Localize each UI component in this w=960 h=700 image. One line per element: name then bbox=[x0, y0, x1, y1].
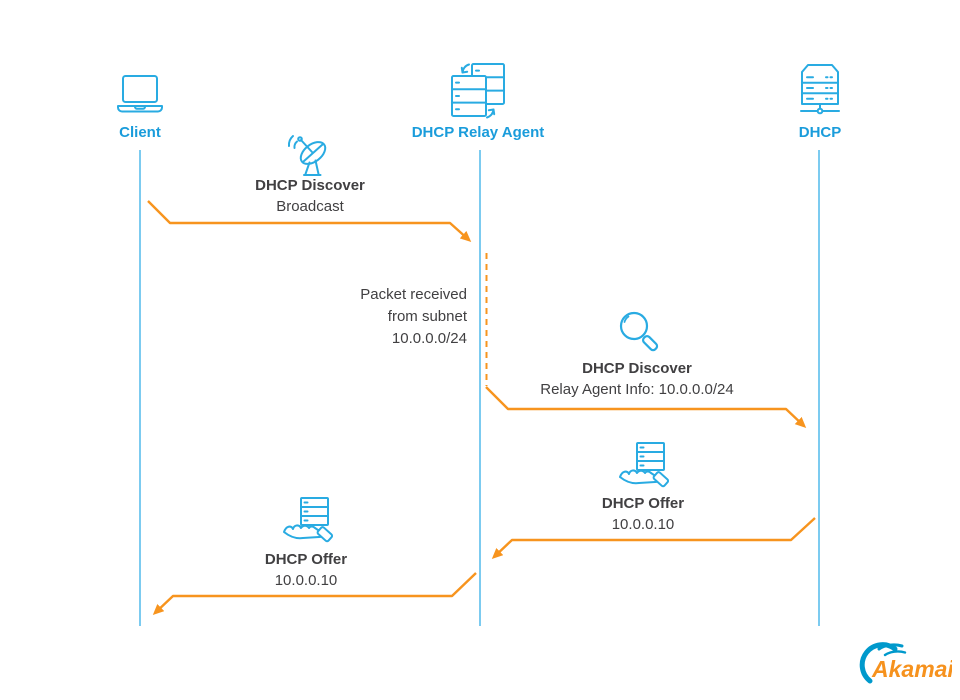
message-dhcp-discover-relay: DHCP Discover Relay Agent Info: 10.0.0.0… bbox=[532, 358, 742, 400]
hand-server-icon bbox=[281, 496, 335, 548]
hand-server-icon bbox=[617, 441, 671, 493]
magnifier-icon bbox=[615, 309, 661, 355]
message-subtitle: 10.0.0.10 bbox=[274, 572, 338, 589]
message-title: DHCP Discover bbox=[255, 177, 365, 194]
lifeline-relay-agent bbox=[479, 150, 481, 626]
relay-server-icon bbox=[448, 62, 508, 120]
actor-label-relay-agent: DHCP Relay Agent bbox=[411, 124, 545, 141]
laptop-icon bbox=[116, 74, 164, 114]
actor-label-dhcp: DHCP bbox=[798, 124, 842, 141]
message-dhcp-offer-left: DHCP Offer 10.0.0.10 bbox=[221, 549, 391, 591]
actor-label-client: Client bbox=[119, 124, 161, 141]
akamai-logo: Akamai bbox=[846, 636, 952, 686]
message-title: DHCP Discover bbox=[582, 360, 692, 377]
akamai-logo-text: Akamai bbox=[871, 656, 952, 682]
message-subtitle: 10.0.0.10 bbox=[611, 516, 675, 533]
message-subtitle: Relay Agent Info: 10.0.0.0/24 bbox=[540, 381, 734, 398]
lifeline-client bbox=[139, 150, 141, 626]
note-packet-received: Packet received from subnet 10.0.0.0/24 bbox=[287, 284, 467, 350]
note-line: 10.0.0.0/24 bbox=[391, 330, 467, 347]
note-line: from subnet bbox=[387, 308, 467, 325]
message-dhcp-offer-right: DHCP Offer 10.0.0.10 bbox=[558, 493, 728, 535]
note-line: Packet received bbox=[360, 286, 467, 303]
akamai-swoosh-icon bbox=[859, 642, 907, 684]
message-title: DHCP Offer bbox=[601, 495, 685, 512]
message-dhcp-discover-broadcast: DHCP Discover Broadcast bbox=[225, 175, 395, 217]
server-icon bbox=[796, 62, 844, 118]
satellite-dish-icon bbox=[285, 131, 335, 181]
message-title: DHCP Offer bbox=[264, 551, 348, 568]
message-subtitle: Broadcast bbox=[276, 198, 344, 215]
lifeline-dhcp-server bbox=[818, 150, 820, 626]
